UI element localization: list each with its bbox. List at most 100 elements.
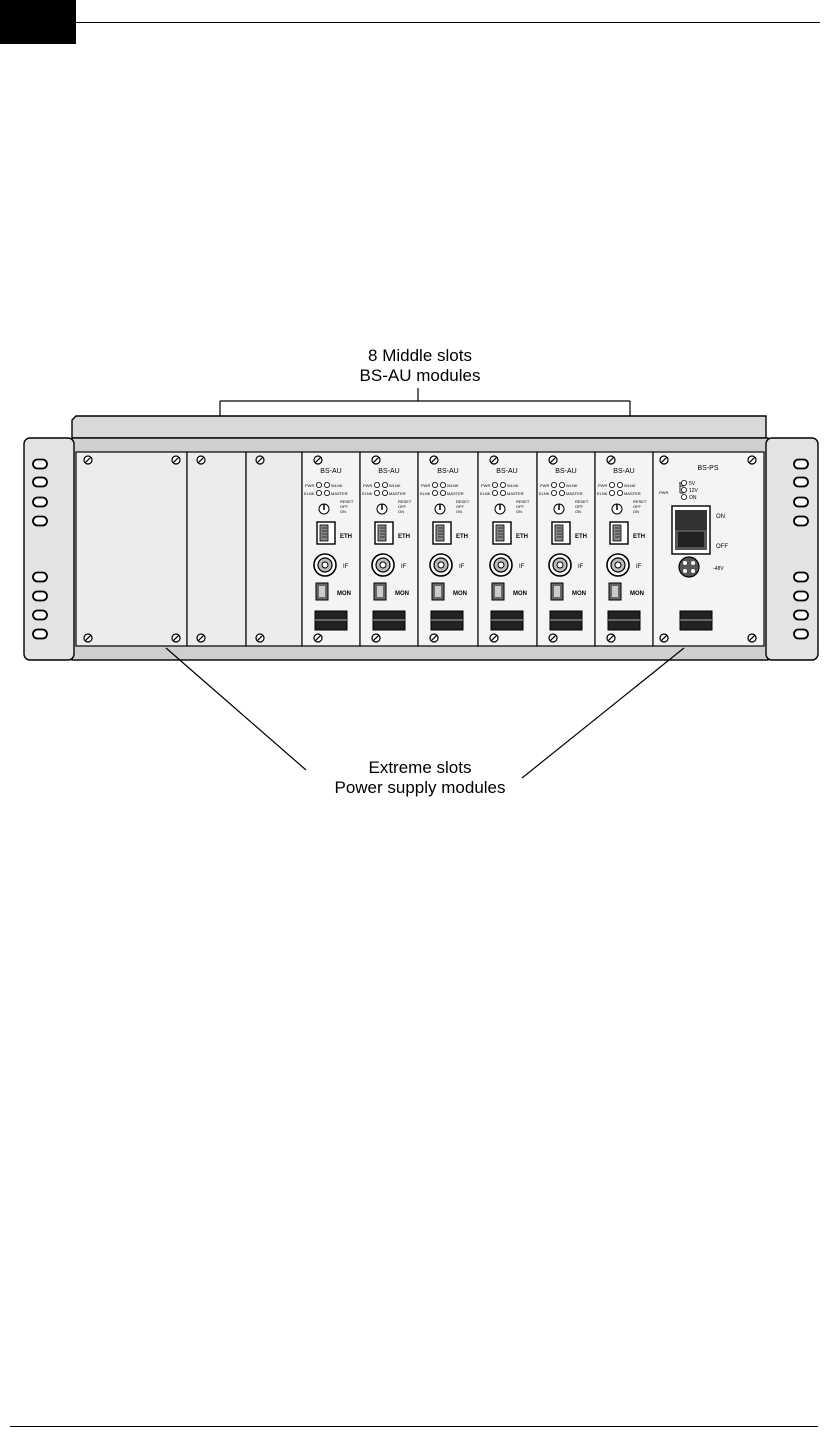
au-led-elnk-label: ELNK <box>597 491 608 496</box>
ps-led-5v-label: 5V <box>689 481 696 487</box>
if-connector-icon <box>548 553 572 577</box>
au-led-elnk-label: ELNK <box>304 491 315 496</box>
au-mon-label: MON <box>630 591 644 597</box>
au-module-2: BS-AU PWR WLNK ELNK MASTER RESET OFF ON … <box>359 451 419 647</box>
au-module-1: BS-AU PWR WLNK ELNK MASTER RESET OFF ON … <box>301 451 361 647</box>
au-led-wlnk-label: WLNK <box>389 483 401 488</box>
au-module-handle <box>549 610 583 631</box>
au-eth-label: ETH <box>633 534 645 540</box>
au-module-6: BS-AU PWR WLNK ELNK MASTER RESET OFF ON … <box>594 451 654 647</box>
au-reset-label: RESET <box>516 499 530 504</box>
dc-input-connector-icon <box>678 556 700 578</box>
au-module-handle <box>430 610 464 631</box>
au-module-title: BS-AU <box>613 468 634 475</box>
if-connector-icon <box>606 553 630 577</box>
au-led-elnk-label: ELNK <box>420 491 431 496</box>
if-connector-icon <box>489 553 513 577</box>
au-module-title: BS-AU <box>378 468 399 475</box>
au-led-master-label: MASTER <box>331 491 348 496</box>
au-off-label: OFF <box>633 504 642 509</box>
header-rule <box>76 22 820 23</box>
ethernet-port-icon <box>432 521 452 545</box>
au-reset-label: RESET <box>398 499 412 504</box>
ethernet-port-icon <box>551 521 571 545</box>
ps-switch-off-label: OFF <box>716 544 728 550</box>
ps-switch-on-label: ON <box>716 514 725 520</box>
reset-toggle-icon <box>494 503 506 515</box>
ps-led-on-label: ON <box>689 495 697 501</box>
au-off-label: OFF <box>340 504 349 509</box>
footer-rule <box>10 1426 818 1427</box>
reset-toggle-icon <box>434 503 446 515</box>
au-module-handle <box>607 610 641 631</box>
au-led-master-label: MASTER <box>507 491 524 496</box>
au-led-pwr-label: PWR <box>481 483 490 488</box>
au-led-master-label: MASTER <box>389 491 406 496</box>
au-if-label: IF <box>578 564 584 570</box>
ps-module-title: BS-PS <box>697 465 718 472</box>
au-on-label: ON <box>456 509 462 514</box>
au-led-pwr-label: PWR <box>598 483 607 488</box>
au-if-label: IF <box>343 564 349 570</box>
mon-connector-icon <box>491 582 505 601</box>
au-led-wlnk-label: WLNK <box>331 483 343 488</box>
au-led-elnk-label: ELNK <box>480 491 491 496</box>
au-module-title: BS-AU <box>437 468 458 475</box>
au-on-label: ON <box>575 509 581 514</box>
au-mon-label: MON <box>513 591 527 597</box>
reset-toggle-icon <box>553 503 565 515</box>
ps-module: BS-PS PWR 5V 12V ON ON OFF -48V <box>652 451 765 647</box>
au-led-wlnk-label: WLNK <box>566 483 578 488</box>
callout-extreme-slots: Extreme slots Power supply modules <box>240 758 600 798</box>
au-module-handle <box>314 610 348 631</box>
ethernet-port-icon <box>492 521 512 545</box>
au-eth-label: ETH <box>516 534 528 540</box>
blank-panel-narrow-1 <box>186 451 247 647</box>
mon-connector-icon <box>315 582 329 601</box>
rack-ear-right <box>765 437 819 661</box>
callout-extreme-slots-line1: Extreme slots <box>368 758 472 777</box>
au-off-label: OFF <box>456 504 465 509</box>
rack-ear-left <box>23 437 75 661</box>
au-if-label: IF <box>459 564 465 570</box>
au-module-handle <box>490 610 524 631</box>
mon-connector-icon <box>608 582 622 601</box>
callout-middle-slots-line1: 8 Middle slots <box>368 346 472 365</box>
au-led-master-label: MASTER <box>566 491 583 496</box>
reset-toggle-icon <box>318 503 330 515</box>
reset-toggle-icon <box>376 503 388 515</box>
ps-led-12v-label: 12V <box>689 488 699 494</box>
ethernet-port-icon <box>374 521 394 545</box>
au-module-title: BS-AU <box>496 468 517 475</box>
au-led-pwr-label: PWR <box>305 483 314 488</box>
au-led-master-label: MASTER <box>447 491 464 496</box>
callout-middle-slots-line2: BS-AU modules <box>359 366 481 385</box>
au-led-pwr-label: PWR <box>540 483 549 488</box>
au-reset-label: RESET <box>575 499 589 504</box>
au-led-pwr-label: PWR <box>363 483 372 488</box>
au-eth-label: ETH <box>398 534 410 540</box>
if-connector-icon <box>313 553 337 577</box>
au-on-label: ON <box>633 509 639 514</box>
au-off-label: OFF <box>516 504 525 509</box>
au-mon-label: MON <box>395 591 409 597</box>
au-eth-label: ETH <box>340 534 352 540</box>
au-off-label: OFF <box>398 504 407 509</box>
au-led-pwr-label: PWR <box>421 483 430 488</box>
au-if-label: IF <box>636 564 642 570</box>
au-reset-label: RESET <box>633 499 647 504</box>
ps-input-label: -48V <box>713 566 724 572</box>
au-led-wlnk-label: WLNK <box>507 483 519 488</box>
au-mon-label: MON <box>453 591 467 597</box>
blank-panel-wide <box>75 451 188 647</box>
ethernet-port-icon <box>609 521 629 545</box>
au-led-elnk-label: ELNK <box>362 491 373 496</box>
au-module-4: BS-AU PWR WLNK ELNK MASTER RESET OFF ON … <box>477 451 538 647</box>
if-connector-icon <box>429 553 453 577</box>
mon-connector-icon <box>373 582 387 601</box>
ps-module-handle <box>679 610 713 631</box>
reset-toggle-icon <box>611 503 623 515</box>
au-module-handle <box>372 610 406 631</box>
au-led-elnk-label: ELNK <box>539 491 550 496</box>
